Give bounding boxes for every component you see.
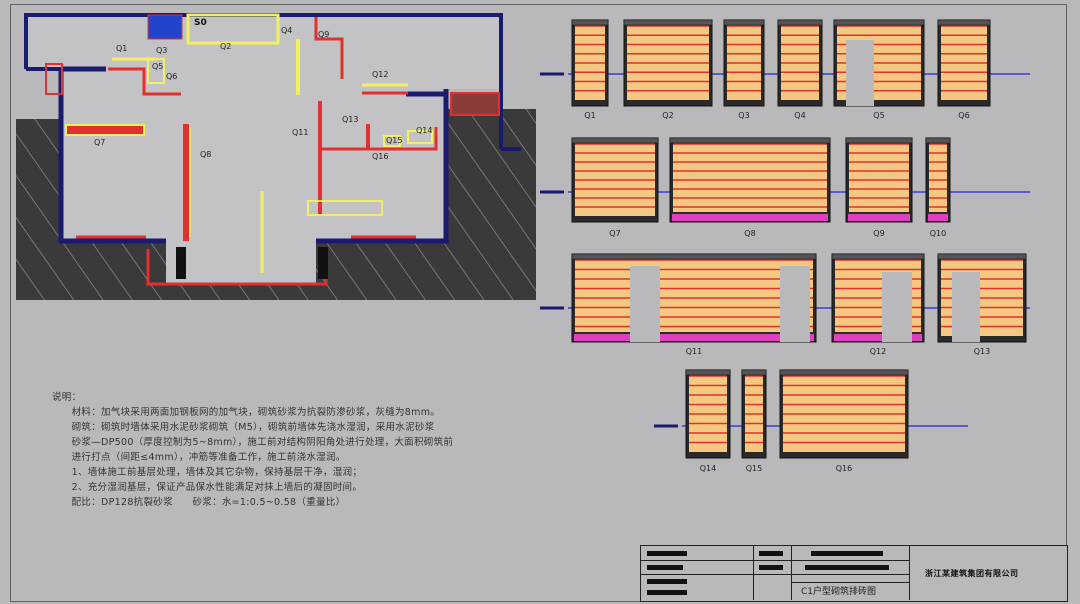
notes-line: 1、墙体施工前基层处理，墙体及其它杂物，保持基层干净，湿润；	[52, 467, 363, 478]
label-Q12: Q12	[372, 70, 388, 79]
title-block-redacted	[805, 565, 889, 570]
wall-Q7	[65, 124, 145, 136]
wall-Q5-Q6	[108, 67, 181, 96]
label-Q5: Q5	[152, 62, 163, 71]
notes-block: 说明： 材料：加气块采用两面加钢板网的加气块，砌筑砂浆为抗裂防渗砂浆，灰缝为8m…	[52, 390, 612, 510]
drawing-title: C1户型砌筑排砖图	[801, 587, 877, 597]
notes-line: 砂浆—DP500（厚度控制为5~8mm），施工前对结构阴阳角处进行处理，大面积砌…	[52, 437, 454, 448]
notes-line: 配比：DP128抗裂砂浆 砂浆：水=1:0.5~0.58（重量比）	[52, 497, 346, 508]
title-block-divider	[791, 582, 909, 583]
label-S0: S0	[194, 18, 207, 28]
wall-S0	[147, 14, 183, 40]
title-block-redacted	[647, 579, 687, 584]
title-block-redacted	[647, 565, 683, 570]
label-Q13: Q13	[342, 115, 358, 124]
left-balcony-wall	[45, 63, 63, 95]
notes-line: 2、充分湿润基层，保证产品保水性能满足对抹上墙后的凝固时间。	[52, 482, 363, 493]
label-Q16: Q16	[372, 152, 388, 161]
company-name: 浙江某建筑集团有限公司	[925, 569, 1019, 578]
label-Q7: Q7	[94, 138, 105, 147]
title-block-redacted	[811, 551, 883, 556]
label-Q2: Q2	[220, 42, 231, 51]
label-Q4: Q4	[281, 26, 292, 35]
ground-hatch-right	[446, 109, 536, 300]
sheet-border	[10, 4, 1067, 602]
title-block-redacted	[647, 590, 687, 595]
title-block-divider	[640, 574, 910, 575]
title-block-redacted	[759, 551, 783, 556]
title-block-redacted	[647, 551, 687, 556]
floor-plan: S0 Q1 Q2 Q3 Q4 Q5 Q6 Q7 Q8 Q9 Q11 Q12 Q1…	[16, 13, 536, 300]
wall-Q9b	[314, 17, 344, 79]
label-Q11: Q11	[292, 128, 308, 137]
notes-line: 砌筑：砌筑时墙体采用水泥砂浆砌筑（M5），砌筑前墙体先浇水湿润，采用水泥砂浆	[52, 422, 435, 433]
title-block-redacted	[759, 565, 783, 570]
column-1	[176, 247, 186, 279]
column-2	[318, 247, 328, 279]
notes-line: 说明：	[52, 392, 82, 403]
title-block-divider	[791, 545, 792, 600]
wall-yellow-box	[307, 200, 383, 216]
right-balcony	[450, 92, 500, 116]
wall-Q6-block	[147, 58, 165, 84]
label-Q14: Q14	[416, 126, 432, 135]
title-block-divider	[640, 560, 910, 561]
label-Q8: Q8	[200, 150, 211, 159]
label-Q6: Q6	[166, 72, 177, 81]
label-Q3: Q3	[156, 46, 167, 55]
wall-Q16	[320, 127, 438, 151]
wall-Q14	[407, 130, 433, 144]
wall-Q2	[186, 13, 280, 45]
title-block: C1户型砌筑排砖图 浙江某建筑集团有限公司	[640, 545, 1068, 602]
title-block-divider	[909, 545, 910, 600]
outer-wall-right	[316, 89, 449, 244]
notes-line: 材料：加气块采用两面加钢板网的加气块，砌筑砂浆为抗裂防渗砂浆，灰缝为8mm。	[52, 407, 441, 418]
wall-Q15	[383, 135, 401, 147]
title-block-divider	[753, 545, 754, 600]
label-Q1: Q1	[116, 44, 127, 53]
outer-wall-left	[58, 69, 166, 244]
label-Q15: Q15	[386, 136, 402, 145]
label-Q9: Q9	[318, 30, 329, 39]
notes-line: 进行打点（间距≤4mm），冲筋等准备工作，施工前浇水湿润。	[52, 452, 346, 463]
